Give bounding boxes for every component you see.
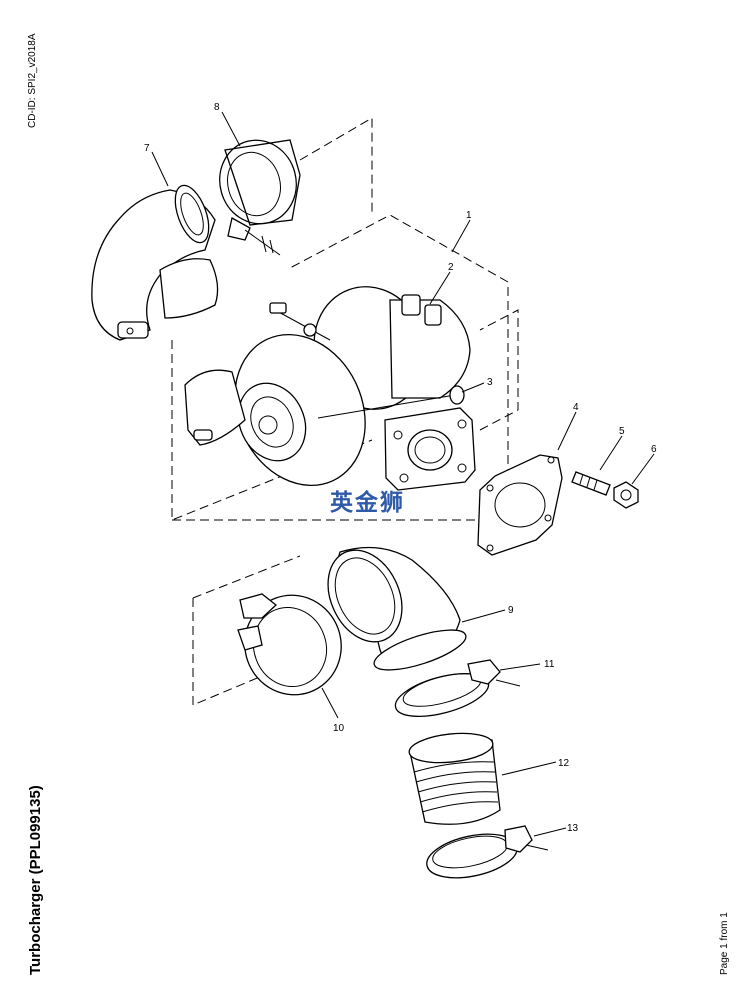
part-7-elbow-pipe	[91, 184, 219, 341]
callout-9: 9	[508, 605, 514, 616]
part-6-nut	[613, 481, 639, 509]
leader-3	[461, 382, 485, 393]
callout-6: 6	[651, 444, 657, 455]
part-11-clamp	[394, 659, 521, 718]
callout-2: 2	[448, 262, 454, 273]
callout-10: 10	[333, 723, 345, 734]
part-10-clamp	[237, 593, 342, 696]
leader-11	[499, 663, 541, 671]
leader-6	[631, 453, 655, 485]
group-outline-10-top	[192, 555, 301, 599]
part-5-stud	[571, 471, 611, 496]
callout-3: 3	[487, 377, 493, 388]
part-9-elbow	[327, 546, 467, 671]
callout-8: 8	[214, 102, 220, 113]
leader-8	[221, 111, 241, 147]
callout-12: 12	[558, 758, 570, 769]
callout-13: 13	[567, 823, 579, 834]
callout-5: 5	[619, 426, 625, 437]
group-outline-1	[172, 214, 509, 521]
leader-7	[151, 151, 169, 187]
leader-1	[451, 219, 471, 253]
callout-7: 7	[144, 143, 150, 154]
leader-4	[557, 411, 577, 451]
part-4-gasket	[477, 454, 563, 556]
callout-11: 11	[544, 659, 555, 670]
leader-9	[461, 609, 506, 623]
part-2-fitting	[269, 302, 331, 341]
leader-12	[501, 761, 557, 776]
part-1-turbocharger	[184, 286, 476, 491]
group-outline-2	[479, 309, 519, 431]
leader-5	[599, 435, 623, 471]
callout-4: 4	[573, 402, 579, 413]
part-3-rod	[317, 385, 465, 419]
leader-2	[429, 271, 451, 305]
watermark-logo: 英金狮	[330, 490, 405, 516]
part-12-hose	[408, 732, 501, 825]
leader-10	[321, 687, 339, 719]
part-8-clamp	[219, 139, 301, 256]
part-13-clamp	[426, 825, 549, 879]
callout-1: 1	[466, 210, 472, 221]
group-outline-8	[299, 117, 373, 215]
leader-13	[533, 827, 567, 837]
